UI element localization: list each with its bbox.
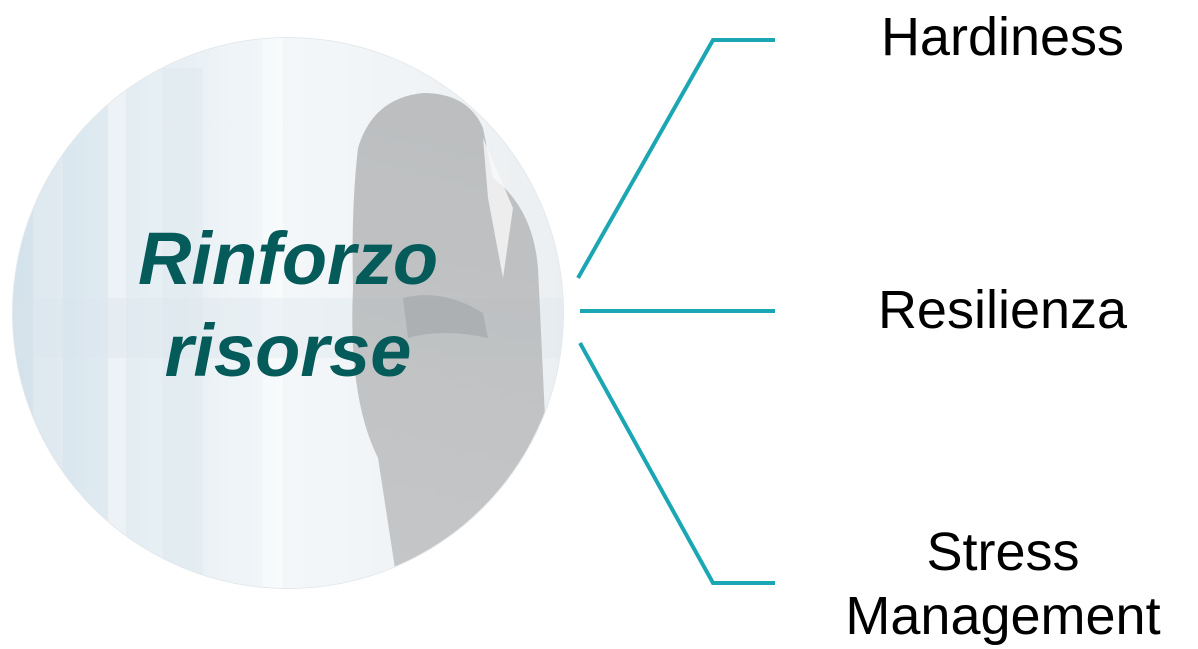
person-photo-background	[13, 38, 563, 588]
central-topic-line1: Rinforzo	[137, 217, 439, 300]
central-topic: Rinforzo risorse	[13, 213, 563, 397]
branch-label-stress-line2: Management	[845, 586, 1161, 646]
branch-label-stress-line1: Stress	[926, 522, 1080, 582]
connector-hardiness	[576, 38, 775, 279]
central-topic-line2: risorse	[164, 309, 412, 392]
connector-stress-management	[578, 342, 775, 585]
central-circle: Rinforzo risorse	[13, 38, 563, 588]
branch-label-resilienza: Resilienza	[877, 280, 1128, 340]
branch-label-stress-management: Stress Management	[808, 520, 1198, 648]
branch-label-hardiness: Hardiness	[880, 7, 1125, 67]
